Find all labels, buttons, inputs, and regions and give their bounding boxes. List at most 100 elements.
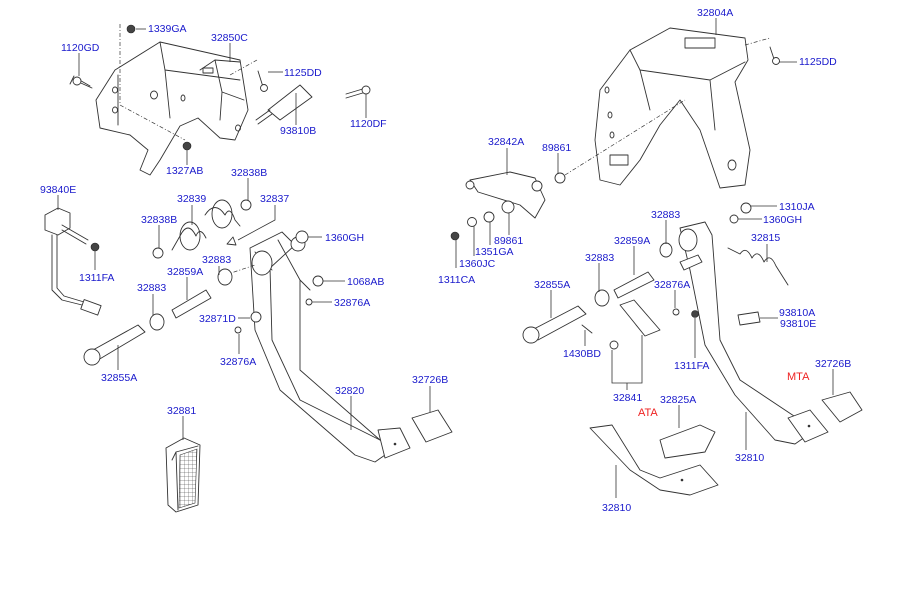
clutch-pad-32726b-a bbox=[377, 427, 411, 459]
part-label-32810-ata[interactable]: 32810 bbox=[602, 502, 632, 514]
pin-32859a-right bbox=[613, 271, 655, 299]
bushing-32838b-lower bbox=[152, 247, 164, 259]
part-label-32804a[interactable]: 32804A bbox=[697, 7, 734, 19]
part-label-1125dd-right[interactable]: 1125DD bbox=[799, 56, 837, 68]
ata-brake-pedal-32810 bbox=[589, 424, 719, 496]
brake-pad-32726b-b bbox=[821, 391, 863, 423]
part-label-1360gh[interactable]: 1360GH bbox=[325, 232, 365, 244]
part-label-32883-right-a[interactable]: 32883 bbox=[651, 209, 681, 221]
part-label-1327ab[interactable]: 1327AB bbox=[166, 165, 204, 177]
bushing-32883-right-a bbox=[659, 242, 673, 258]
lever-32842a bbox=[465, 171, 546, 219]
bushing-89861-b bbox=[501, 200, 515, 214]
part-label-32810-mta[interactable]: 32810 bbox=[735, 452, 765, 464]
pin-32859a bbox=[171, 289, 212, 319]
brake-pad-32726b-a bbox=[787, 409, 829, 443]
switch-93840e bbox=[44, 207, 102, 316]
leader-lines bbox=[57, 18, 834, 498]
part-label-93840e[interactable]: 93840E bbox=[40, 184, 77, 196]
part-label-32815[interactable]: 32815 bbox=[751, 232, 781, 244]
screw-1125dd bbox=[257, 70, 268, 92]
part-label-1120df[interactable]: 1120DF bbox=[350, 118, 387, 130]
part-label-32855a-right[interactable]: 32855A bbox=[534, 279, 571, 291]
part-label-93810b[interactable]: 93810B bbox=[280, 125, 317, 137]
bolt-1120df bbox=[345, 85, 371, 99]
accelerator-pedal-32881 bbox=[165, 437, 201, 513]
part-label-1311fa[interactable]: 1311FA bbox=[79, 272, 115, 284]
part-label-93810e[interactable]: 93810E bbox=[780, 318, 817, 330]
bolt-32855a bbox=[83, 324, 146, 366]
part-label-32883-a[interactable]: 32883 bbox=[202, 254, 232, 266]
part-label-32726b-right[interactable]: 32726B bbox=[815, 358, 852, 370]
part-label-32839[interactable]: 32839 bbox=[177, 193, 207, 205]
nut-32876a-b bbox=[234, 326, 242, 334]
screw-1125dd-right bbox=[769, 46, 780, 65]
nut-1310ja bbox=[740, 202, 752, 214]
bushing-32883-a bbox=[217, 268, 233, 286]
switch-93810a bbox=[737, 311, 761, 326]
clutch-pad-32726b-b bbox=[411, 409, 453, 443]
part-label-1339ga[interactable]: 1339GA bbox=[148, 23, 187, 35]
part-label-32726b-left[interactable]: 32726B bbox=[412, 374, 449, 386]
part-label-32883-right-b[interactable]: 32883 bbox=[585, 252, 615, 264]
part-label-32859a[interactable]: 32859A bbox=[167, 266, 204, 278]
part-label-1360jc[interactable]: 1360JC bbox=[459, 258, 496, 270]
washer-1068ab bbox=[312, 275, 324, 287]
nut-1311ca bbox=[450, 231, 460, 241]
return-spring-32815 bbox=[727, 247, 789, 286]
nut-1339ga bbox=[126, 24, 136, 34]
nut-32876a-a bbox=[305, 298, 313, 306]
bolt-32855a-right bbox=[522, 305, 587, 344]
link-plate bbox=[619, 299, 661, 337]
part-label-32876a-right[interactable]: 32876A bbox=[654, 279, 691, 291]
washer-1360jc bbox=[467, 217, 477, 227]
part-label-32842a[interactable]: 32842A bbox=[488, 136, 525, 148]
nut-32876a-right bbox=[672, 308, 680, 316]
part-label-32837[interactable]: 32837 bbox=[260, 193, 290, 205]
clip-32837 bbox=[226, 236, 237, 246]
part-label-32838b-upper[interactable]: 32838B bbox=[231, 167, 268, 179]
bolt-1120gd bbox=[69, 75, 93, 89]
part-label-32859a-right[interactable]: 32859A bbox=[614, 235, 651, 247]
part-label-1430bd[interactable]: 1430BD bbox=[563, 348, 601, 360]
part-label-1125dd[interactable]: 1125DD bbox=[284, 67, 322, 79]
part-label-32876a-b[interactable]: 32876A bbox=[220, 356, 257, 368]
part-label-32838b-lower[interactable]: 32838B bbox=[141, 214, 178, 226]
part-label-32855a[interactable]: 32855A bbox=[101, 372, 138, 384]
part-label-32881[interactable]: 32881 bbox=[167, 405, 197, 417]
part-label-1068ab[interactable]: 1068AB bbox=[347, 276, 385, 288]
variant-label-mta: MTA bbox=[787, 371, 810, 383]
washer-1360gh-right bbox=[729, 214, 739, 224]
clutch-pedal-arm-32820 bbox=[249, 231, 396, 463]
spring-32839 bbox=[171, 199, 241, 251]
part-label-32850c[interactable]: 32850C bbox=[211, 32, 248, 44]
part-label-93810a[interactable]: 93810A bbox=[779, 307, 816, 319]
part-label-1351ga[interactable]: 1351GA bbox=[475, 246, 514, 258]
bushing-89861-a bbox=[554, 172, 566, 184]
part-label-32876a-a[interactable]: 32876A bbox=[334, 297, 371, 309]
part-label-1311ca[interactable]: 1311CA bbox=[438, 274, 476, 286]
bushing-32838b-upper bbox=[240, 199, 252, 211]
part-label-1120gd[interactable]: 1120GD bbox=[61, 42, 100, 54]
part-label-32883-b[interactable]: 32883 bbox=[137, 282, 167, 294]
part-label-89861-b[interactable]: 89861 bbox=[494, 235, 524, 247]
nut-1327ab bbox=[182, 141, 192, 151]
nut-1311fa-right bbox=[691, 310, 699, 318]
part-label-1360gh-right[interactable]: 1360GH bbox=[763, 214, 803, 226]
part-label-32825a[interactable]: 32825A bbox=[660, 394, 697, 406]
part-label-32841[interactable]: 32841 bbox=[613, 392, 643, 404]
bushing-32841 bbox=[609, 340, 619, 350]
stopper-32871d bbox=[250, 311, 262, 323]
part-label-1311fa-right[interactable]: 1311FA bbox=[674, 360, 710, 372]
split-pin-1430bd bbox=[581, 324, 593, 334]
part-label-32871d[interactable]: 32871D bbox=[199, 313, 236, 325]
washer-1360gh bbox=[295, 230, 309, 244]
part-label-32820[interactable]: 32820 bbox=[335, 385, 365, 397]
part-label-89861-a[interactable]: 89861 bbox=[542, 142, 572, 154]
part-label-1310ja[interactable]: 1310JA bbox=[779, 201, 815, 213]
variant-label-ata: ATA bbox=[638, 407, 658, 419]
brake-pedal-arm-32810 bbox=[678, 221, 813, 445]
clutch-pedal-bracket bbox=[95, 41, 249, 176]
